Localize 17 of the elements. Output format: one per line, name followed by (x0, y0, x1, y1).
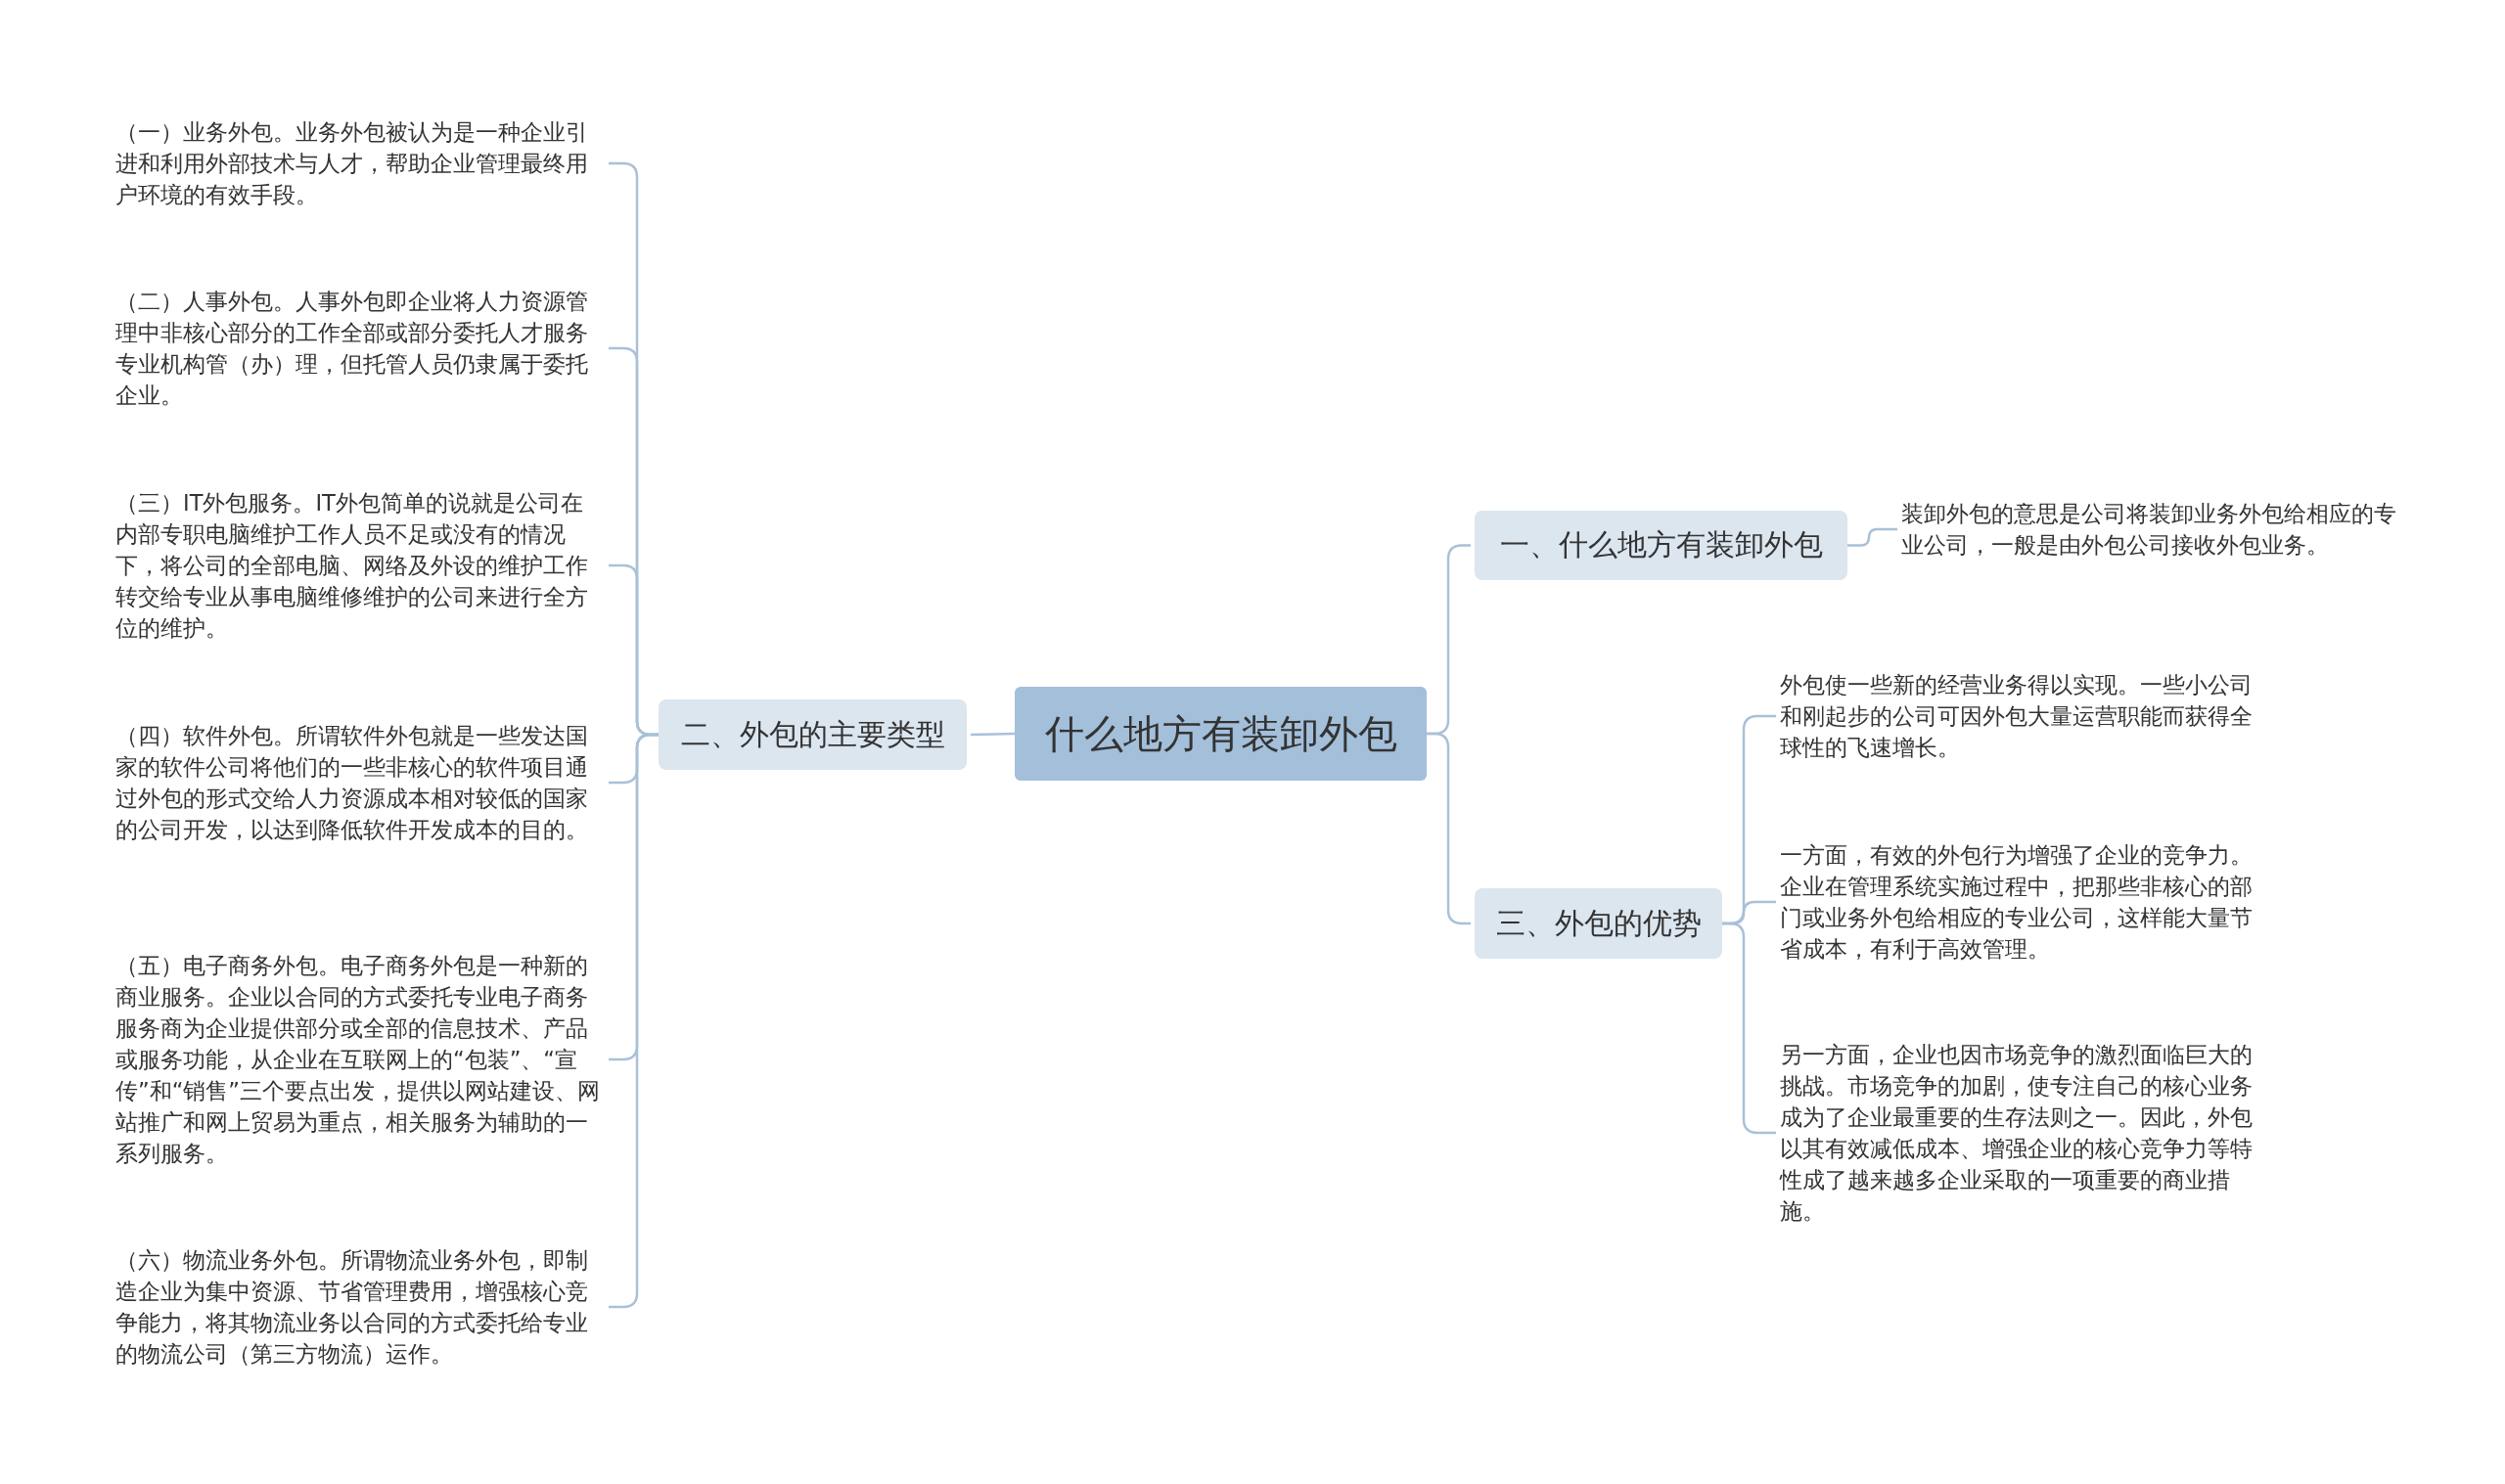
topic-text: 外包使一些新的经营业务得以实现。一些小公司和刚起步的公司可因外包大量运营职能而获得全球性的飞速增长。 (1780, 669, 2269, 763)
branch-topic: 二、外包的主要类型 (659, 699, 967, 770)
topic-text: （一）业务外包。业务外包被认为是一种企业引进和利用外部技术与人才，帮助企业管理最终用户环境的有效手段。 (115, 116, 605, 210)
topic-text: （五）电子商务外包。电子商务外包是一种新的商业服务。企业以合同的方式委托专业电子商务服务商为企业提供部分或全部的信息技术、产品或服务功能，从企业在互联网上的“包装”、“宣传”和“销售”三个要点出发，提供以网站建设、网站推广和网上贸易为重点，相关服务为辅助的一系列服务。 (115, 950, 605, 1169)
central-topic: 什么地方有装卸外包 (1015, 687, 1427, 781)
connector-line (1847, 527, 1897, 547)
branch-topic: 一、什么地方有装卸外包 (1475, 511, 1847, 580)
connector-line (1722, 922, 1776, 1135)
branch-topic: 三、外包的优势 (1475, 888, 1722, 959)
connector-line (970, 732, 1016, 737)
topic-text: 装卸外包的意思是公司将装卸业务外包给相应的专业公司，一般是由外包公司接收外包业务。 (1901, 498, 2400, 561)
topic-text: 一方面，有效的外包行为增强了企业的竞争力。企业在管理系统实施过程中，把那些非核心的部门或业务外包给相应的专业公司，这样能大量节省成本，有利于高效管理。 (1780, 839, 2269, 965)
topic-text: （三）IT外包服务。IT外包简单的说就是公司在内部专职电脑维护工作人员不足或没有的情况下，将公司的全部电脑、网络及外设的维护工作转交给专业从事电脑维修维护的公司来进行全方位的维护。 (115, 487, 605, 644)
topic-text: （四）软件外包。所谓软件外包就是一些发达国家的软件公司将他们的一些非核心的软件项目通过外包的形式交给人力资源成本相对较低的国家的公司开发，以达到降低软件开发成本的目的。 (115, 720, 605, 845)
topic-text: （二）人事外包。人事外包即企业将人力资源管理中非核心部分的工作全部或部分委托人才服务专业机构管（办）理，但托管人员仍隶属于委托企业。 (115, 286, 605, 411)
topic-text: （六）物流业务外包。所谓物流业务外包，即制造企业为集中资源、节省管理费用，增强核心竞争能力，将其物流业务以合同的方式委托给专业的物流公司（第三方物流）运作。 (115, 1244, 605, 1370)
topic-text: 另一方面，企业也因市场竞争的激烈面临巨大的挑战。市场竞争的加剧，使专注自己的核心业务成为了企业最重要的生存法则之一。因此，外包以其有效减低成本、增强企业的核心竞争力等特性成了越来越多企业采取的一项重要的商业措施。 (1780, 1039, 2269, 1227)
